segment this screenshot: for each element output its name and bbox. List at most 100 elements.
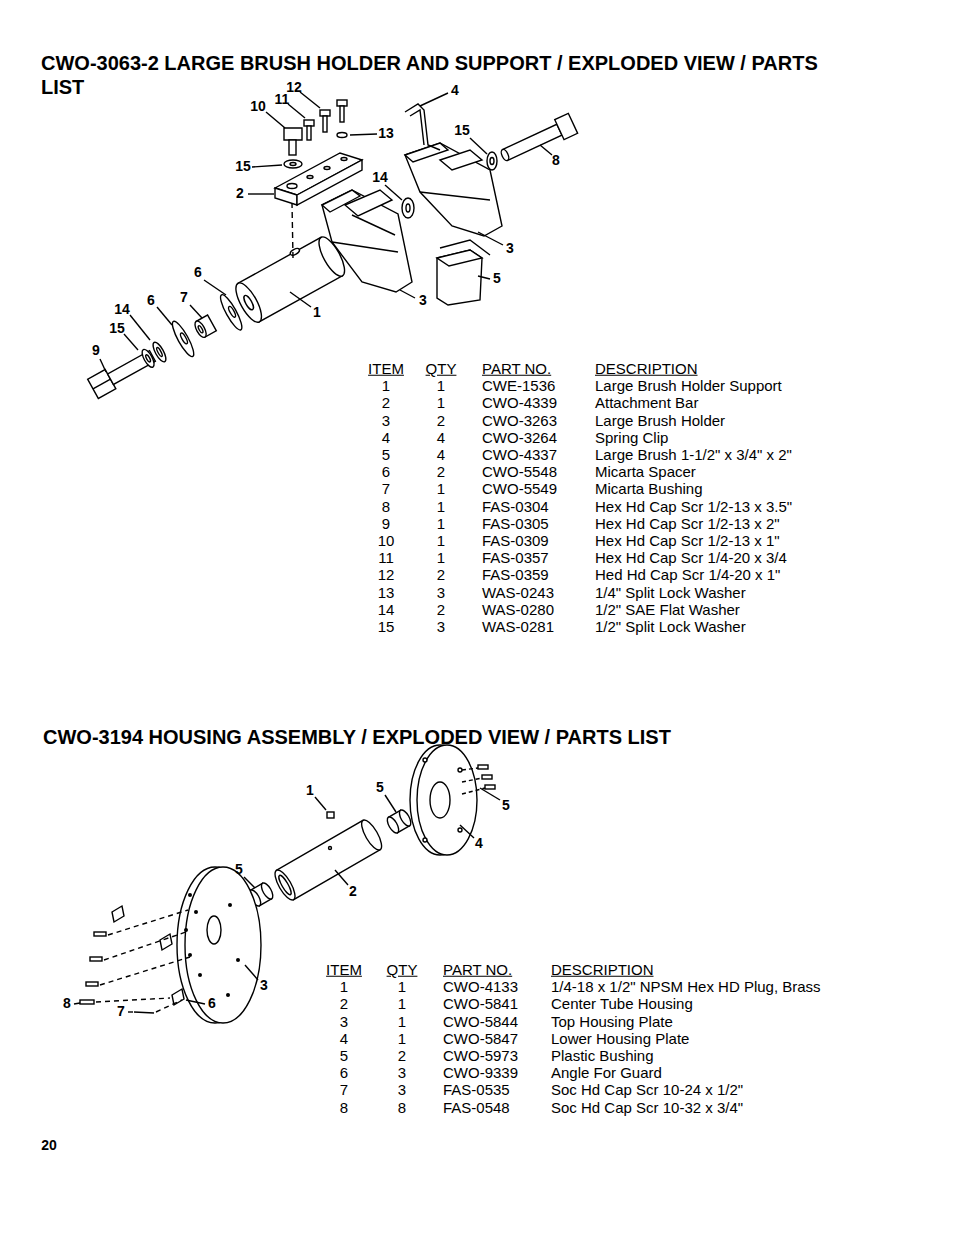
callout-number: 15 (109, 321, 125, 336)
table-cell: CWO-4339 (482, 395, 557, 412)
table-header: QTY (387, 962, 418, 979)
table-cell: 1 (398, 996, 406, 1013)
callout-number: 5 (502, 798, 510, 813)
table-cell: 4 (340, 1031, 348, 1048)
table-cell: Micarta Spacer (595, 464, 696, 481)
table-cell: 4 (382, 430, 390, 447)
table-cell: 1/4-18 x 1/2" NPSM Hex HD Plug, Brass (551, 979, 821, 996)
table-cell: 3 (340, 1013, 348, 1030)
table-cell: 1 (437, 395, 445, 412)
table-cell: 9 (382, 516, 390, 533)
callout-number: 6 (147, 293, 155, 308)
table-cell: 14 (378, 602, 395, 619)
table-cell: CWO-5549 (482, 481, 557, 498)
table-cell: 3 (382, 412, 390, 429)
table-cell: 1 (437, 498, 445, 515)
table-header: ITEM (368, 361, 404, 378)
callout-number: 8 (63, 996, 71, 1011)
table-cell: 2 (398, 1048, 406, 1065)
callout-number: 3 (506, 241, 514, 256)
table-cell: CWO-3263 (482, 412, 557, 429)
table-cell: 3 (437, 584, 445, 601)
callout-number: 3 (419, 293, 427, 308)
table-cell: 1 (340, 979, 348, 996)
table-cell: 1 (437, 533, 445, 550)
table-cell: CWO-5973 (443, 1048, 518, 1065)
callout-number: 4 (451, 83, 459, 98)
callout-number: 9 (92, 343, 100, 358)
table-cell: 1/2" SAE Flat Washer (595, 602, 740, 619)
table-cell: Lower Housing Plate (551, 1031, 689, 1048)
table-cell: 13 (378, 584, 395, 601)
table-cell: CWE-1536 (482, 378, 555, 395)
table-cell: Attachment Bar (595, 395, 698, 412)
table-cell: 6 (340, 1065, 348, 1082)
table-cell: CWO-4133 (443, 979, 518, 996)
table-cell: 1/2" Split Lock Washer (595, 619, 746, 636)
callout-number: 1 (306, 783, 314, 798)
table-header: DESCRIPTION (551, 962, 654, 979)
table-cell: WAS-0280 (482, 602, 554, 619)
table-header: PART NO. (443, 962, 512, 979)
table-cell: 1/4" Split Lock Washer (595, 584, 746, 601)
callout-number: 11 (275, 92, 290, 107)
callout-number: 5 (376, 780, 384, 795)
table-cell: Large Brush Holder (595, 412, 725, 429)
table-cell: 3 (398, 1065, 406, 1082)
table-cell: 2 (382, 395, 390, 412)
table-cell: 1 (398, 979, 406, 996)
table-cell: CWO-9339 (443, 1065, 518, 1082)
table-header: PART NO. (482, 361, 551, 378)
callout-number: 5 (235, 862, 243, 877)
callout-number: 8 (552, 153, 560, 168)
table-cell: 11 (378, 550, 394, 567)
table-cell: FAS-0359 (482, 567, 549, 584)
table-cell: Spring Clip (595, 430, 668, 447)
table-cell: CWO-5847 (443, 1031, 518, 1048)
table-cell: 2 (437, 412, 445, 429)
callout-number: 5 (493, 271, 501, 286)
table-cell: 2 (340, 996, 348, 1013)
callout-number: 14 (114, 302, 130, 317)
callout-number: 4 (475, 836, 483, 851)
table-cell: CWO-3264 (482, 430, 557, 447)
table-cell: Center Tube Housing (551, 996, 693, 1013)
table-cell: FAS-0305 (482, 516, 549, 533)
callout-number: 10 (250, 99, 266, 114)
table-header: DESCRIPTION (595, 361, 698, 378)
callout-number: 7 (117, 1004, 125, 1019)
table-cell: CWO-4337 (482, 447, 557, 464)
table-cell: 2 (437, 602, 445, 619)
callout-number: 6 (194, 265, 202, 280)
table-cell: Hex Hd Cap Scr 1/2-13 x 1" (595, 533, 780, 550)
table-cell: CWO-5548 (482, 464, 557, 481)
table-cell: CWO-5844 (443, 1013, 518, 1030)
table-cell: FAS-0304 (482, 498, 549, 515)
table-cell: 8 (398, 1099, 406, 1116)
table-cell: 7 (340, 1082, 348, 1099)
table-cell: FAS-0535 (443, 1082, 510, 1099)
callout-number: 7 (180, 290, 188, 305)
callout-number: 15 (454, 123, 470, 138)
table-cell: WAS-0243 (482, 584, 554, 601)
table-cell: Top Housing Plate (551, 1013, 673, 1030)
callout-number: 2 (349, 884, 357, 899)
table-cell: Hex Hd Cap Scr 1/4-20 x 3/4 (595, 550, 787, 567)
table-cell: Large Brush Holder Support (595, 378, 782, 395)
table-cell: 7 (382, 481, 390, 498)
table-cell: Hed Hd Cap Scr 1/4-20 x 1" (595, 567, 780, 584)
section-heading: CWO-3194 HOUSING ASSEMBLY / EXPLODED VIE… (43, 726, 671, 748)
table-cell: 1 (398, 1031, 406, 1048)
table-cell: 1 (437, 550, 445, 567)
table-cell: 1 (437, 516, 445, 533)
table-cell: Hex Hd Cap Scr 1/2-13 x 2" (595, 516, 780, 533)
table-cell: Hex Hd Cap Scr 1/2-13 x 3.5" (595, 498, 792, 515)
table-cell: 8 (382, 498, 390, 515)
table-cell: Soc Hd Cap Scr 10-32 x 3/4" (551, 1099, 743, 1116)
callout-number: 2 (236, 186, 244, 201)
table-header: ITEM (326, 962, 362, 979)
table-cell: 2 (437, 464, 445, 481)
table-cell: 5 (382, 447, 390, 464)
table-cell: Plastic Bushing (551, 1048, 654, 1065)
callout-number: 1 (313, 305, 321, 320)
